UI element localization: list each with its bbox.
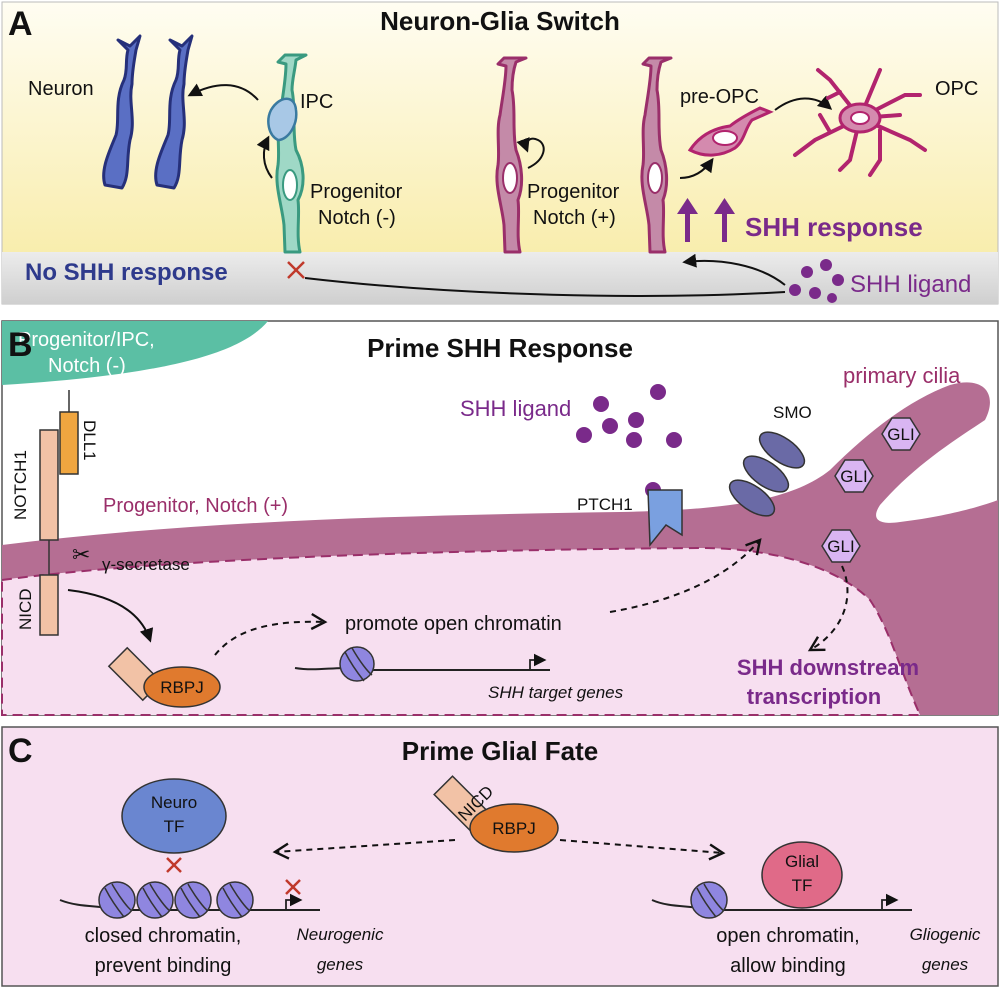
- scissors-icon: ✂: [72, 542, 90, 567]
- svg-text:GLI: GLI: [840, 467, 867, 486]
- primary-cilia-label: primary cilia: [843, 363, 961, 388]
- panel-b-title: Prime SHH Response: [367, 333, 633, 363]
- glial-tf-line2: TF: [792, 876, 813, 895]
- nucleosome-b: [339, 646, 375, 682]
- neurogenic-line1: Neurogenic: [297, 925, 384, 944]
- neuron-label: Neuron: [28, 78, 94, 100]
- ptch1-receptor: [647, 489, 683, 548]
- self-renew-arrow: [516, 137, 545, 169]
- pre-opc-cell: [687, 106, 774, 157]
- progenitor-ipc-region: [2, 321, 268, 385]
- ligand-to-notchpos-arrow: [682, 253, 786, 286]
- notch1-receptor: [39, 429, 59, 541]
- blocked-x-icon-2: [285, 879, 301, 895]
- progenitor-ipc-line1: Progenitor/IPC,: [18, 329, 155, 351]
- progenitor-pos-line2: Notch (+): [533, 207, 616, 229]
- gli-protein-1: GLI: [881, 417, 921, 451]
- shh-ligand-label-a: SHH ligand: [850, 271, 971, 298]
- rbpj-label-b: RBPJ: [160, 678, 203, 697]
- dll1-ligand: [59, 411, 79, 475]
- pre-opc-label: pre-OPC: [680, 86, 759, 108]
- panel-a: A Neuron-Glia Switch Neuron IPC Progenit…: [1, 1, 999, 305]
- closed-chromatin-line1: closed chromatin,: [85, 925, 242, 947]
- glial-tf: [761, 841, 843, 909]
- shh-response-label: SHH response: [745, 212, 923, 242]
- rbpj-label-c: RBPJ: [492, 819, 535, 838]
- nicd-fragment: [39, 574, 59, 636]
- ipc-label: IPC: [300, 91, 333, 113]
- rbpj-protein-c: [469, 803, 559, 853]
- progenitor-neg-line2: Notch (-): [318, 207, 396, 229]
- promote-open-chromatin-label: promote open chromatin: [345, 613, 562, 635]
- tss-arrow-b: [529, 653, 547, 670]
- ptch1-label: PTCH1: [577, 495, 633, 514]
- open-nucleosome: [690, 881, 728, 919]
- rbpj-to-gliogenic-arrow: [559, 839, 726, 861]
- ipc-to-neuron-arrow: [187, 83, 259, 101]
- progenitor-neg-line1: Progenitor: [310, 181, 403, 203]
- gli-protein-3: GLI: [821, 529, 861, 563]
- panel-c-letter: C: [8, 732, 33, 770]
- panel-b-letter: B: [8, 326, 33, 364]
- no-shh-response-label: No SHH response: [25, 259, 228, 286]
- progenitor-ipc-line2: Notch (-): [48, 355, 126, 377]
- progenitor-pos-line1: Progenitor: [527, 181, 620, 203]
- blocked-x-icon-1: [166, 857, 182, 873]
- neuro-tf-line2: TF: [164, 817, 185, 836]
- dll1-label: DLL1: [80, 420, 99, 461]
- ligand-to-notchneg-line: [304, 277, 786, 297]
- rbpj-protein-b: [143, 666, 221, 708]
- gli-to-transcription-arrow: [807, 565, 849, 652]
- panel-a-letter: A: [8, 5, 33, 43]
- panel-c: C Prime Glial Fate Neuro TF NICD RBPJ: [1, 726, 999, 987]
- progenitor-notch-pos-label: Progenitor, Notch (+): [103, 495, 288, 517]
- shh-target-genes-label: SHH target genes: [488, 683, 624, 702]
- gliogenic-line2: genes: [922, 955, 969, 974]
- gli-protein-2: GLI: [834, 459, 874, 493]
- progenitor-to-ipc-arrow: [256, 135, 273, 179]
- smo-receptor: [728, 431, 806, 517]
- notch1-label: NOTCH1: [11, 450, 30, 520]
- closed-chromatin-line2: prevent binding: [95, 955, 232, 977]
- progenitor-notch-pos-cells: [495, 56, 673, 254]
- downstream-line2: transcription: [747, 684, 881, 709]
- rbpj-promote-arrow: [214, 612, 328, 656]
- tss-arrow-gliogenic: [881, 893, 899, 910]
- smo-label: SMO: [773, 403, 812, 422]
- neuro-tf-line1: Neuro: [151, 793, 197, 812]
- nicd-to-rbpj-arrow: [67, 589, 154, 643]
- open-chromatin-line1: open chromatin,: [716, 925, 859, 947]
- tss-arrow-neurogenic: [285, 893, 303, 910]
- panel-a-title: Neuron-Glia Switch: [380, 6, 620, 36]
- rbpj-to-neurogenic-arrow: [272, 839, 456, 860]
- opc-label: OPC: [935, 78, 978, 100]
- preopc-to-opc-arrow: [774, 95, 833, 111]
- panel-b: Progenitor/IPC, Notch (-) B Prime SHH Re…: [1, 320, 999, 716]
- nicd-label-b: NICD: [16, 588, 35, 630]
- shh-ligand-label-b: SHH ligand: [460, 396, 571, 421]
- shh-ligand-dots: [789, 259, 844, 303]
- svg-text:GLI: GLI: [887, 425, 914, 444]
- chromatin-to-smo-arrow: [609, 538, 762, 613]
- open-chromatin-line2: allow binding: [730, 955, 846, 977]
- neuro-tf: [121, 778, 227, 854]
- gliogenic-line1: Gliogenic: [910, 925, 981, 944]
- neurogenic-line2: genes: [317, 955, 364, 974]
- nucleus-region: [1, 546, 922, 716]
- gamma-secretase-label: γ-secretase: [102, 555, 190, 574]
- blocked-x-icon: [287, 261, 305, 279]
- downstream-line1: SHH downstream: [737, 655, 919, 680]
- progenitor-notch-neg-cell: [267, 53, 308, 254]
- ipc-cell: [267, 97, 298, 142]
- neuron-cells: [102, 34, 194, 190]
- glial-tf-line1: Glial: [785, 852, 819, 871]
- shh-response-arrows: [677, 198, 735, 242]
- panel-c-title: Prime Glial Fate: [402, 736, 599, 766]
- progenitor-to-preopc-arrow: [679, 157, 714, 179]
- closed-nucleosomes: [98, 881, 254, 919]
- svg-text:GLI: GLI: [827, 537, 854, 556]
